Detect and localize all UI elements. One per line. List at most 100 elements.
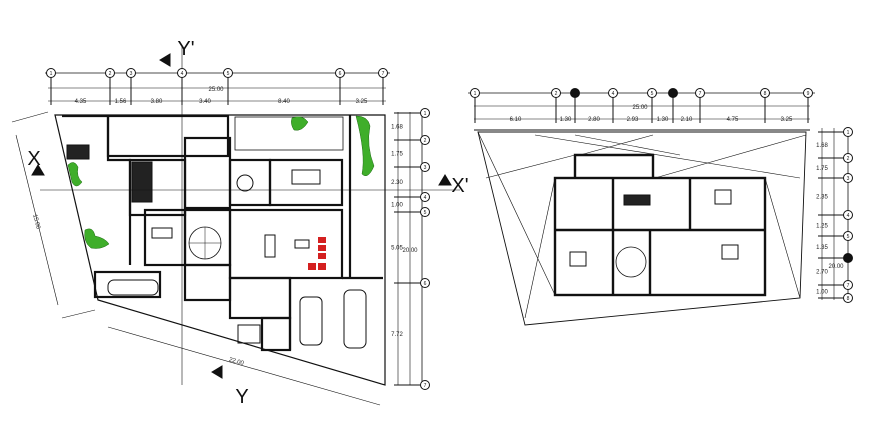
- grid-bubble: [378, 68, 388, 78]
- grid-bubble: [695, 88, 705, 98]
- dimension-label: 6.10: [510, 117, 522, 123]
- dimension-label: 3.80: [151, 99, 163, 105]
- bed: [237, 324, 261, 344]
- grid-bubble: [46, 68, 56, 78]
- grid-bubble: [843, 153, 853, 163]
- grid-bubble: [420, 278, 430, 288]
- grid-bubble-label: 3: [847, 176, 850, 182]
- dimension-label: 2.10: [681, 117, 693, 123]
- grid-bubble-label: 7: [699, 91, 702, 97]
- lot-boundary: [54, 114, 386, 386]
- grid-bubble-label: 1: [474, 91, 477, 97]
- grid-bubble: [420, 207, 430, 217]
- grid-bubble: [223, 68, 233, 78]
- dimension-line: [107, 326, 381, 406]
- dimension-label: 4.35: [75, 99, 87, 105]
- grid-bubble: [668, 88, 678, 98]
- grid-bubble: [803, 88, 813, 98]
- desk: [151, 227, 173, 239]
- grid-bubble: [843, 173, 853, 183]
- dimension-label: 4.75: [727, 117, 739, 123]
- dimension-bottom-side: 22.00: [228, 357, 245, 367]
- spiral-staircase: [615, 246, 647, 278]
- dimension-label: 2.70: [816, 270, 828, 276]
- grid-bubble-label: 2: [424, 138, 427, 144]
- grid-bubble: [608, 88, 618, 98]
- grid-bubble: [105, 68, 115, 78]
- grid-bubble: [335, 68, 345, 78]
- section-arrow-icon: [438, 174, 452, 186]
- grid-bubble: [177, 68, 187, 78]
- dimension-label: 2.80: [588, 117, 600, 123]
- dimension-label: 1.00: [816, 290, 828, 296]
- dimension-label: 1.56: [115, 99, 127, 105]
- section-arrow-icon: [211, 365, 223, 379]
- sofa: [264, 234, 276, 258]
- grid-bubble: [843, 280, 853, 290]
- grid-bubble-label: 7: [382, 71, 385, 77]
- grid-bubble-label: 1: [50, 71, 53, 77]
- grid-bubble-label: 5: [424, 210, 427, 216]
- dimension-total-height: 20.00: [828, 264, 844, 270]
- grid-bubble: [843, 210, 853, 220]
- dimension-label: 1.35: [816, 245, 828, 251]
- grid-bubble: [420, 192, 430, 202]
- grid-bubble-label: 2: [109, 71, 112, 77]
- dimension-label: 3.25: [781, 117, 793, 123]
- dimension-label: 1.68: [391, 125, 403, 131]
- grid-bubble-label: 5: [847, 234, 850, 240]
- dimension-label: 2.30: [391, 180, 403, 186]
- dimension-total-width: 25.00: [208, 87, 224, 93]
- dimension-label: 1.25: [816, 224, 828, 230]
- dimension-label: 3.25: [356, 99, 368, 105]
- bed: [569, 251, 587, 267]
- bed: [714, 189, 732, 205]
- vegetation: [67, 115, 375, 249]
- dimension-label: 7.72: [391, 332, 403, 338]
- dimension-label: 1.00: [391, 203, 403, 209]
- parked-car: [343, 289, 367, 349]
- grid-bubble: [420, 108, 430, 118]
- dimension-label: 1.75: [816, 166, 828, 172]
- grid-bubble-label: 8: [764, 91, 767, 97]
- grid-bubble-label: 8: [847, 296, 850, 302]
- upper-floor-plan: [468, 92, 849, 326]
- planter: [66, 144, 90, 160]
- parked-car: [107, 279, 159, 296]
- grid-bubble-label: 3: [424, 165, 427, 171]
- grid-bubble-label: 4: [424, 195, 427, 201]
- grid-bubble-label: 4: [612, 91, 615, 97]
- grid-bubble-label: 4: [847, 213, 850, 219]
- dining-table: [236, 174, 254, 192]
- grid-bubble-label: 2: [847, 156, 850, 162]
- dimension-line: [15, 134, 59, 306]
- walls: [62, 114, 383, 352]
- grid-bubble: [843, 253, 853, 263]
- grid-bubble-label: 4: [181, 71, 184, 77]
- grid-bubble: [647, 88, 657, 98]
- grid-bubble: [420, 162, 430, 172]
- grid-bubble-label: 7: [424, 383, 427, 389]
- counter: [623, 194, 651, 206]
- grid-bubble-label: 9: [807, 91, 810, 97]
- grid-bubble: [843, 293, 853, 303]
- grid-bubble: [843, 127, 853, 137]
- dimension-label: 2.35: [816, 195, 828, 201]
- grid-bubble-label: 6: [424, 281, 427, 287]
- grid-bubble: [760, 88, 770, 98]
- grid-bubble: [420, 135, 430, 145]
- grid-bubble-label: 1: [847, 130, 850, 136]
- dimension-left-side: 15.00: [31, 214, 41, 231]
- grid-bubble: [570, 88, 580, 98]
- dimension-label: 2.93: [627, 117, 639, 123]
- dining-table: [291, 169, 321, 185]
- grid-bubble: [420, 380, 430, 390]
- red-armchairs: [308, 237, 326, 270]
- dimension-label: 1.68: [816, 143, 828, 149]
- grid-bubble: [470, 88, 480, 98]
- grid-bubble-label: 3: [130, 71, 133, 77]
- grid-bubble: [126, 68, 136, 78]
- dimension-label: 1.30: [657, 117, 669, 123]
- grid-bubble-label: 5: [227, 71, 230, 77]
